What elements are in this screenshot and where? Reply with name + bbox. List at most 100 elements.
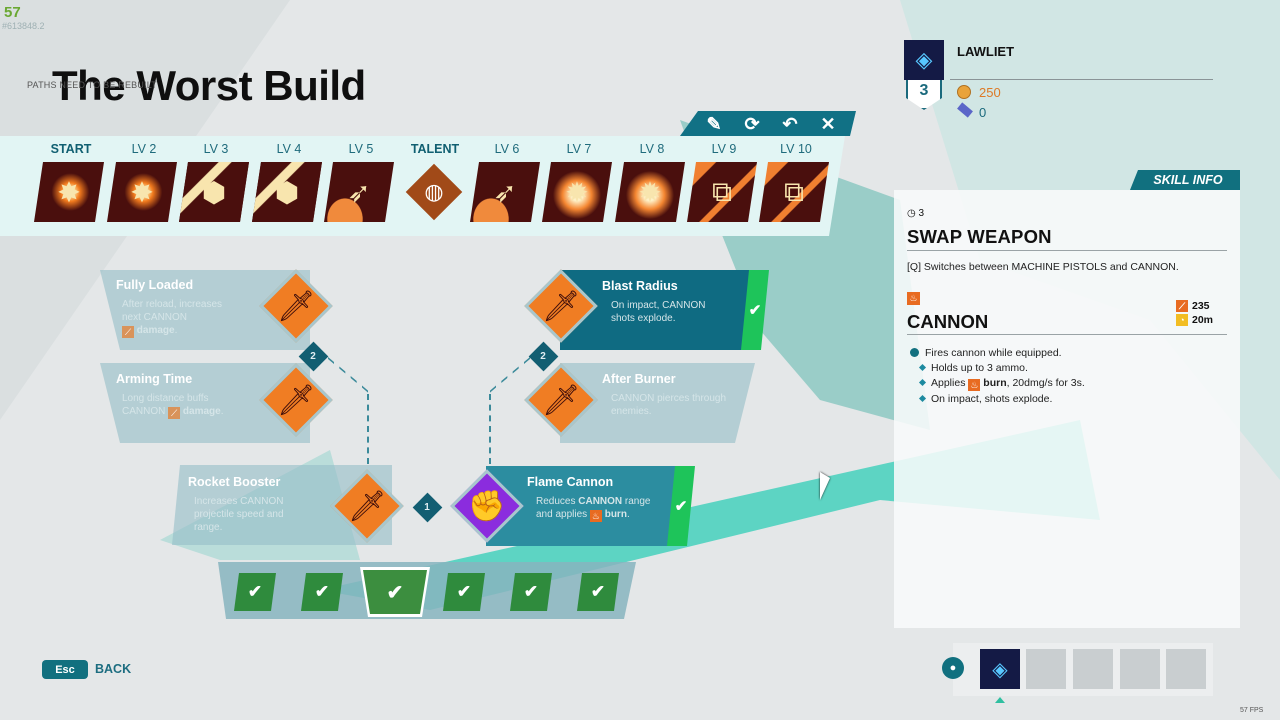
talent-slot[interactable]: ◍ [405,163,463,221]
level-label: LV 10 [780,142,812,156]
skill-can-icon: ⬢ [274,176,300,208]
back-button[interactable]: BACK [95,662,132,676]
augment-slot[interactable]: ✔ [301,573,343,611]
ticket-icon [957,102,973,118]
skill-can-icon: ⬢ [201,176,227,208]
tier-badge-base: 1 [412,492,443,523]
augment-slot[interactable]: ✔ [234,573,276,611]
blast-radius-icon[interactable]: 🗡 [524,269,598,343]
player-level-badge: 3 [906,80,942,110]
desc-text: . [174,325,178,336]
desc-text: After reload, increases next CANNON [122,299,223,323]
arming-time-icon[interactable]: 🗡 [259,363,333,437]
level-skill-tile[interactable]: ⧉ [759,162,829,222]
sub-bullet: On impact, shots explode. [918,393,1052,405]
skill-exp-icon: ✹ [638,176,662,208]
augment-slot-active[interactable]: ✔ [363,570,427,614]
level-skill-tile[interactable]: ✹ [542,162,612,222]
undo-icon[interactable]: ↶ [782,113,798,134]
refresh-icon[interactable]: ⟳ [744,113,760,134]
level-label: START [50,142,92,156]
flame-cannon-icon[interactable]: ✊ [450,469,524,543]
node-fully-loaded-name: Fully Loaded [116,278,194,292]
level-label: TALENT [410,142,460,156]
fully-loaded-icon[interactable]: 🗡 [259,269,333,343]
damage-stat: ⟋235 [1176,300,1210,312]
node-blast-radius-desc: On impact, CANNON shots explode. [611,300,706,324]
coin-count: 250 [979,85,1001,100]
desc-keyword: CANNON [578,496,623,507]
grenade-icon: ◍ [424,179,444,204]
level-label: LV 4 [276,142,302,156]
rocket-booster-icon[interactable]: 🗡 [330,469,404,543]
level-label: LV 9 [711,142,737,156]
skill-info-panel: ◷ 3 SWAP WEAPON [Q] Switches between MAC… [894,190,1240,628]
sword-glyph: 🗡 [276,383,316,417]
level-label: LV 7 [566,142,592,156]
player-avatar: ◈ [904,40,944,80]
desc-text: . [220,406,224,417]
edit-icon[interactable]: ✎ [706,113,722,134]
after-burner-icon[interactable]: 🗡 [524,363,598,437]
connector-line [489,394,491,464]
level-skill-tile[interactable]: ✹ [615,162,685,222]
skill-info-tab: SKILL INFO [1130,170,1240,190]
close-icon[interactable]: ✕ [820,113,836,134]
roster-slot-empty[interactable] [1073,649,1113,689]
level-skill-tile[interactable]: ➶ [324,162,394,222]
divider [950,79,1213,80]
level-label: LV 8 [639,142,665,156]
level-skill-tile[interactable]: ✸ [107,162,177,222]
desc-text: . [626,509,630,520]
augment-slot[interactable]: ✔ [510,573,552,611]
level-skill-tile[interactable]: ⧉ [687,162,757,222]
skill-rock-icon: ➶ [493,176,517,208]
damage-value: 235 [1192,300,1210,312]
burn-icon: ♨ [907,292,920,305]
connector-line [367,394,369,464]
build-toolbar: ✎ ⟳ ↶ ✕ [680,111,856,136]
skill-title: SWAP WEAPON [907,226,1052,247]
level-skill-tile[interactable]: ⬢ [252,162,322,222]
node-blast-radius-name: Blast Radius [602,279,678,293]
damage-icon: ⟋ [168,407,181,419]
bullet-diamond-icon [918,378,927,387]
page-title: The Worst Build [52,62,366,109]
sword-glyph: 🗡 [276,289,316,323]
node-rocket-booster-name: Rocket Booster [188,475,281,489]
sword-glyph: 🗡 [347,489,387,523]
damage-icon: ⟋ [122,326,134,338]
bullet-diamond-icon [918,394,927,403]
ammo-icon [910,348,919,357]
range-value: 20m [1192,314,1214,326]
coin-icon [957,85,971,99]
skill-mis-icon: ⧉ [784,175,804,207]
skill-mis-icon: ⧉ [712,175,732,207]
fist-glyph: ✊ [468,489,506,523]
node-arming-time-desc: Long distance buffs CANNON ⟋ damage. [122,392,252,419]
roster-slot-empty[interactable] [1026,649,1066,689]
augment-slot[interactable]: ✔ [577,573,619,611]
roster-slot-active[interactable]: ◈ [980,649,1020,689]
weapon-title: CANNON [907,311,989,332]
level-skill-tile[interactable]: ⬢ [179,162,249,222]
rebuild-warning: PATHS NEED TO BE REBUILT [27,80,157,90]
node-arming-time-name: Arming Time [116,372,193,386]
level-skill-tile[interactable]: ✸ [34,162,104,222]
augment-slot[interactable]: ✔ [443,573,485,611]
fps-label: 57 FPS [1240,707,1264,714]
skill-rock-icon: ➶ [347,176,371,208]
flame-emblem-icon: ◈ [915,47,933,72]
clock-icon: ◷ [907,208,916,219]
level-skill-tile[interactable]: ➶ [470,162,540,222]
bullet-diamond-icon [918,363,927,372]
sub-bullet: Applies ♨ burn, 20dmg/s for 3s. [918,377,1085,391]
roster-slot-empty[interactable] [1166,649,1206,689]
divider [907,334,1227,335]
person-icon[interactable]: ● [942,657,964,679]
node-flame-cannon-name: Flame Cannon [527,475,614,489]
sub-bullet: Holds up to 3 ammo. [918,362,1028,374]
roster-slot-empty[interactable] [1120,649,1160,689]
esc-key-button[interactable]: Esc [42,660,88,679]
cooldown-value: 3 [918,208,925,219]
